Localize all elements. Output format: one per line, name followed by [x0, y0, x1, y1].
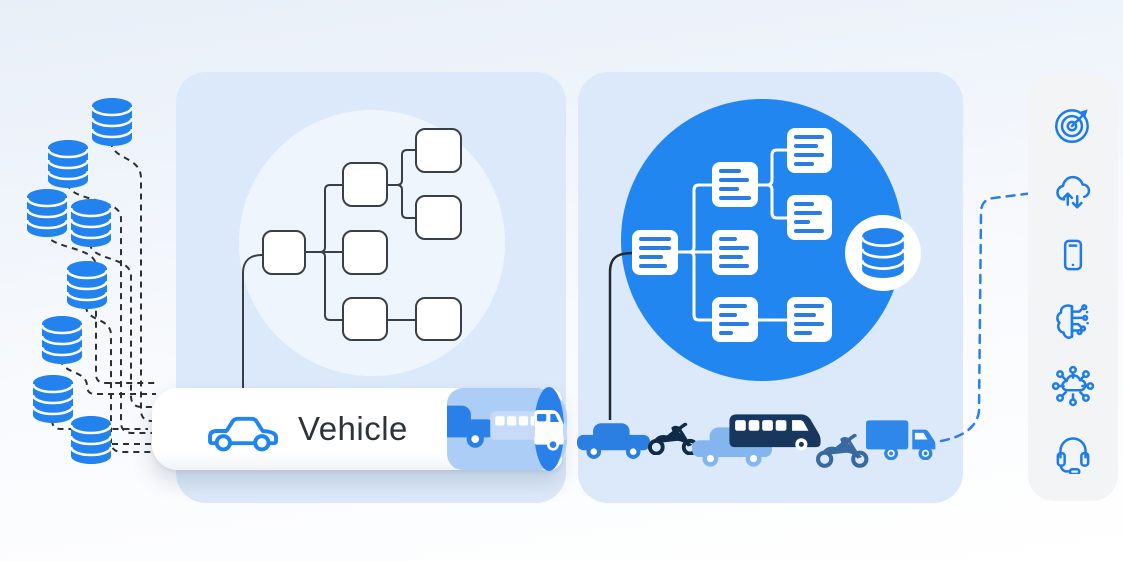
headset-support-icon	[1050, 428, 1096, 474]
vehicle-car	[577, 421, 650, 460]
services-sidebar	[1028, 74, 1118, 501]
document-node	[632, 230, 678, 275]
document-node	[712, 297, 758, 342]
database-icon	[40, 316, 84, 364]
vehicle-pill: Vehicle	[152, 387, 567, 471]
database-icon	[65, 261, 109, 309]
database-icon	[90, 98, 134, 146]
cloud-sync-icon	[1050, 167, 1096, 213]
tree-node	[415, 297, 462, 341]
tree-node	[342, 230, 388, 275]
ai-brain-icon	[1050, 297, 1096, 343]
van-icon	[529, 400, 569, 456]
document-node	[787, 195, 832, 240]
document-node	[712, 162, 758, 207]
tree-node	[342, 297, 388, 341]
document-node	[712, 230, 758, 275]
database-icon	[860, 228, 906, 278]
database-icon	[25, 189, 69, 237]
target-goal-icon	[1050, 101, 1096, 147]
database-badge	[845, 215, 921, 291]
vehicle-bus	[728, 413, 822, 451]
database-icon	[46, 140, 90, 188]
smartphone-icon	[1050, 232, 1096, 278]
tree-node	[415, 195, 462, 240]
tree-node	[415, 128, 462, 173]
database-icon	[69, 416, 113, 464]
tree-node	[262, 230, 306, 275]
vehicle-truck	[866, 419, 944, 460]
database-icon	[69, 199, 113, 247]
network-hub-icon	[1050, 362, 1096, 408]
tree-node	[342, 162, 388, 207]
document-node	[787, 297, 832, 342]
pill-label: Vehicle	[298, 410, 408, 447]
car-outline-icon	[208, 416, 278, 452]
document-node	[787, 128, 832, 173]
car-silhouette-icon	[447, 403, 495, 449]
vehicle-motorcycle	[816, 431, 869, 468]
